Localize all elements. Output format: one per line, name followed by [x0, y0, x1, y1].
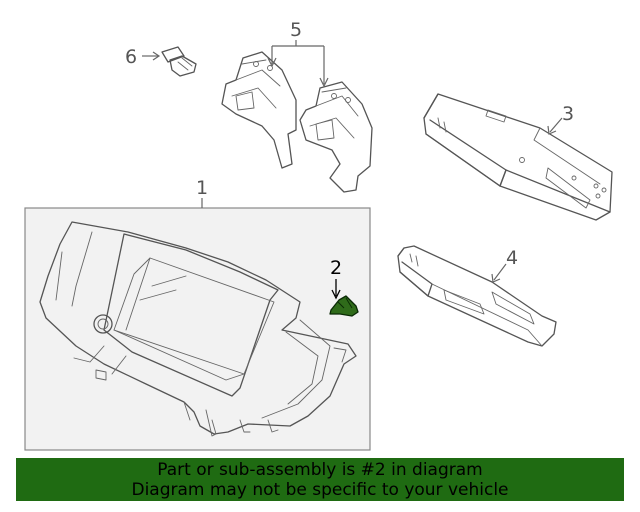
banner-line-1: Part or sub-assembly is #2 in diagram: [157, 460, 483, 480]
part-1-display-panel[interactable]: [39, 221, 357, 437]
callout-4-leader: [493, 263, 507, 281]
callout-3: 3: [562, 103, 574, 125]
callout-5-leader: [271, 40, 325, 84]
callout-2: 2: [330, 257, 342, 279]
callout-4-arrow: [491, 273, 501, 283]
callout-5-arrows: [267, 57, 329, 88]
callout-5: 5: [290, 19, 302, 41]
callout-6: 6: [125, 46, 137, 68]
part-4-unit[interactable]: [397, 245, 557, 347]
info-banner: Part or sub-assembly is #2 in diagram Di…: [16, 458, 624, 501]
part-6-bolt[interactable]: [161, 46, 197, 77]
part-5-bracket-right[interactable]: [299, 81, 373, 193]
callout-6-arrow: [152, 51, 161, 61]
callout-3-arrow: [547, 125, 557, 135]
callout-1: 1: [196, 177, 208, 199]
callout-4: 4: [506, 247, 518, 269]
callout-2-arrow: [331, 289, 341, 300]
banner-line-2: Diagram may not be specific to your vehi…: [131, 480, 509, 500]
part-5-bracket-left[interactable]: [221, 51, 297, 169]
part-1-assembly-box: [24, 207, 371, 451]
part-3-unit[interactable]: [423, 93, 613, 221]
parts-diagram: 6 5 3: [24, 19, 613, 451]
part-2-clip-highlighted[interactable]: [329, 295, 359, 317]
callout-3-leader: [549, 117, 563, 133]
